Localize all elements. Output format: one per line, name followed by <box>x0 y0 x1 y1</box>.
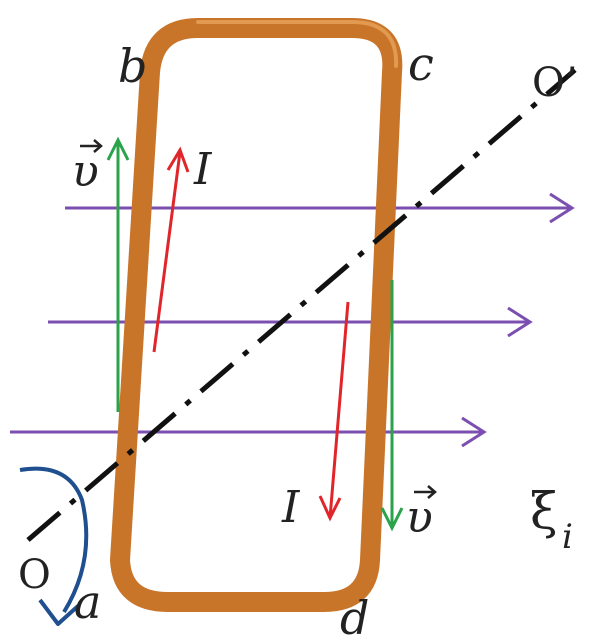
velocity-label-left: υ <box>72 139 103 197</box>
loop-frame <box>110 18 403 612</box>
current-label-top: I <box>193 144 213 195</box>
current-label-bottom: I <box>281 482 301 533</box>
current-arrow-top <box>152 146 190 353</box>
loop-highlight <box>196 20 399 68</box>
rotation-axis <box>26 68 577 542</box>
magnetic-field-lines <box>10 192 575 448</box>
current-arrow-bottom <box>318 301 350 522</box>
vector-arrow-icon <box>414 485 437 499</box>
corner-label-a: a <box>74 575 101 629</box>
corner-label-d: d <box>340 591 369 639</box>
corner-label-b: b <box>118 39 147 93</box>
emf-subscript: i <box>562 517 573 557</box>
emf-symbol: ξ <box>530 482 558 540</box>
axis-label-o-prime: O’ <box>532 60 578 106</box>
velocity-label-left-text: υ <box>72 146 99 197</box>
velocity-label-right-text: υ <box>406 492 433 543</box>
velocity-arrow-left <box>106 136 130 412</box>
field-line-bottom-arrowhead <box>461 416 487 448</box>
velocity-label-right: υ <box>406 485 437 543</box>
axis-label-o: O <box>18 552 51 598</box>
vector-arrow-icon <box>80 139 103 153</box>
field-line-middle-arrowhead <box>507 306 533 338</box>
field-line-top-arrowhead <box>549 192 575 224</box>
curved-rotation-arrow-icon <box>19 466 89 626</box>
velocity-arrow-right <box>380 280 404 532</box>
rotating-loop <box>110 18 403 612</box>
corner-label-c: c <box>408 37 434 91</box>
emf-label: ξ i <box>530 482 573 557</box>
